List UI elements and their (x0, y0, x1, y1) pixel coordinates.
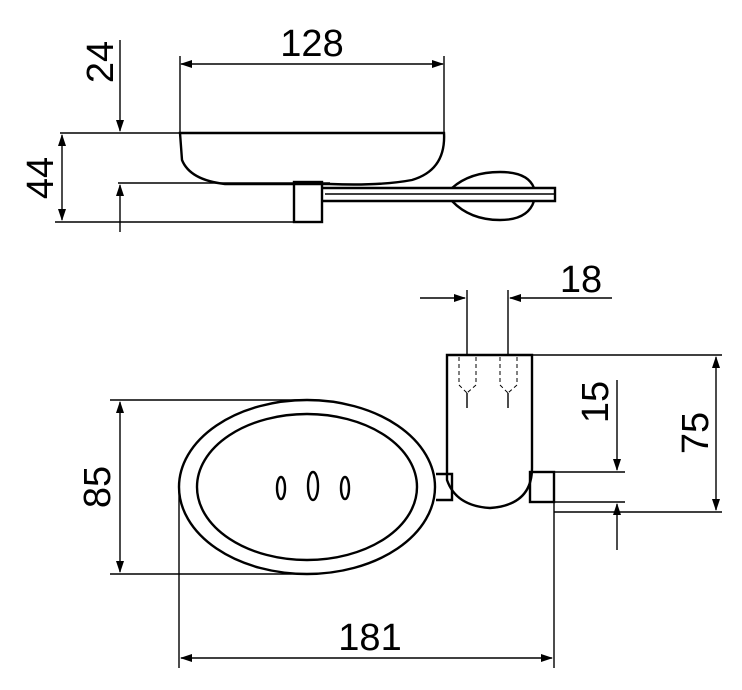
drain-hole-left (275, 475, 287, 501)
drain-hole-right (339, 475, 351, 501)
dim-label-75: 75 (675, 412, 717, 454)
plan-view: 18 75 15 85 181 (77, 259, 722, 668)
post-end (528, 470, 556, 504)
dim-label-24: 24 (80, 41, 122, 83)
mounting-post-side (292, 180, 324, 224)
dim-label-15: 15 (575, 381, 617, 423)
ring-side-profile (451, 170, 536, 222)
dim-label-181: 181 (338, 617, 401, 659)
dim-label-44: 44 (20, 157, 62, 199)
dish-side-profile (178, 131, 446, 186)
side-view: 128 24 44 (20, 23, 557, 232)
dim-label-85: 85 (77, 466, 119, 508)
dim-label-128: 128 (280, 23, 343, 65)
drain-hole-center (306, 470, 320, 502)
screw-hole-left (458, 357, 477, 408)
screw-hole-right (499, 357, 518, 408)
ring-inner (195, 412, 419, 562)
ring-connector (436, 472, 454, 502)
wall-bracket (445, 353, 534, 510)
dim-label-18: 18 (560, 259, 602, 301)
